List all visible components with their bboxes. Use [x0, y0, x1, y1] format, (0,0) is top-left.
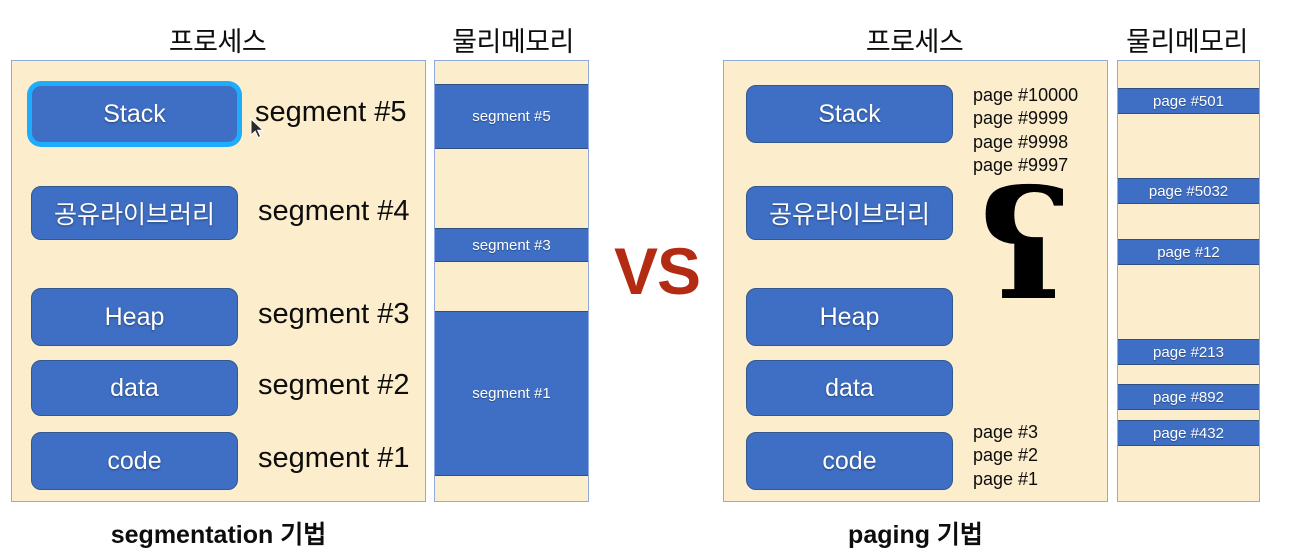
segment-number-2: segment #2 [258, 369, 410, 401]
memory-page-501: page #501 [1118, 88, 1259, 114]
memory-block-label: page #12 [1157, 243, 1220, 261]
segment-box-label: code [107, 446, 162, 475]
page-entry: page #2 [973, 445, 1039, 466]
segment-number-3: segment #3 [258, 298, 410, 330]
segment-box-label: Stack [103, 99, 166, 128]
page-entry: page #9997 [973, 155, 1069, 176]
right-memory-title: 물리메모리 [1126, 27, 1248, 57]
memory-block-label: page #432 [1153, 424, 1224, 442]
memory-page-213: page #213 [1118, 339, 1259, 365]
segment-box-heap[interactable]: Heap [31, 288, 238, 346]
memory-block-segment5: segment #5 [435, 84, 588, 149]
memory-block-label: segment #3 [472, 236, 551, 254]
memory-page-432: page #432 [1118, 420, 1259, 446]
memory-block-label: segment #1 [472, 385, 551, 402]
memory-block-label: page #892 [1153, 388, 1224, 406]
memory-page-5032: page #5032 [1118, 178, 1259, 204]
bottom-page-list: page #3 page #2 page #1 [973, 421, 1038, 491]
page-box-heap[interactable]: Heap [746, 288, 953, 346]
memory-page-892: page #892 [1118, 384, 1259, 410]
vs-label: VS [614, 234, 701, 308]
memory-block-segment1: segment #1 [435, 311, 588, 476]
page-box-data[interactable]: data [746, 360, 953, 416]
top-page-list: page #10000 page #9999 page #9998 page #… [973, 84, 1078, 178]
segment-box-shared-library[interactable]: 공유라이브러리 [31, 186, 238, 240]
memory-block-label: page #5032 [1148, 182, 1229, 200]
segment-number-1: segment #1 [258, 442, 410, 474]
right-process-panel: Stack 공유라이브러리 Heap data code page #10000… [723, 60, 1108, 502]
page-box-label: code [822, 446, 877, 475]
segment-number-5: segment #5 [255, 96, 407, 128]
segment-box-label: 공유라이브러리 [53, 201, 215, 229]
page-box-label: data [825, 373, 874, 402]
right-physical-memory-column: page #501 page #5032 page #12 page #213 … [1117, 60, 1260, 502]
segment-box-label: Heap [104, 302, 165, 331]
page-entry: page #10000 [973, 85, 1079, 105]
segment-box-stack[interactable]: Stack [31, 85, 238, 143]
page-box-label: 공유라이브러리 [768, 201, 930, 229]
left-process-panel: Stack 공유라이브러리 Heap data code segment #5 … [11, 60, 426, 502]
right-process-title: 프로세스 [865, 27, 964, 57]
page-box-stack[interactable]: Stack [746, 85, 953, 143]
memory-page-12: page #12 [1118, 239, 1259, 265]
left-caption: segmentation 기법 [110, 521, 327, 549]
page-entry: page #1 [973, 468, 1039, 489]
page-box-label: Stack [818, 99, 881, 128]
left-physical-memory-column: segment #5 segment #3 segment #1 [434, 60, 589, 502]
page-entry: page #9999 [973, 108, 1069, 129]
page-box-shared-library[interactable]: 공유라이브러리 [746, 186, 953, 240]
page-entry: page #3 [973, 422, 1039, 442]
left-memory-title: 물리메모리 [452, 27, 574, 57]
left-process-title: 프로세스 [168, 27, 267, 57]
segment-box-data[interactable]: data [31, 360, 238, 416]
memory-block-label: segment #5 [472, 108, 551, 125]
memory-block-label: page #501 [1153, 92, 1224, 110]
memory-block-label: page #213 [1153, 343, 1224, 361]
right-caption: paging 기법 [848, 521, 983, 549]
segment-box-label: data [110, 373, 159, 402]
segment-box-code[interactable]: code [31, 432, 238, 490]
memory-block-segment3: segment #3 [435, 228, 588, 262]
page-entry: page #9998 [973, 131, 1069, 152]
page-box-code[interactable]: code [746, 432, 953, 490]
page-box-label: Heap [819, 302, 880, 331]
mouse-cursor-icon [250, 118, 265, 139]
segment-number-4: segment #4 [258, 195, 410, 227]
squiggle-continuation-icon: ʕ [978, 158, 1070, 334]
